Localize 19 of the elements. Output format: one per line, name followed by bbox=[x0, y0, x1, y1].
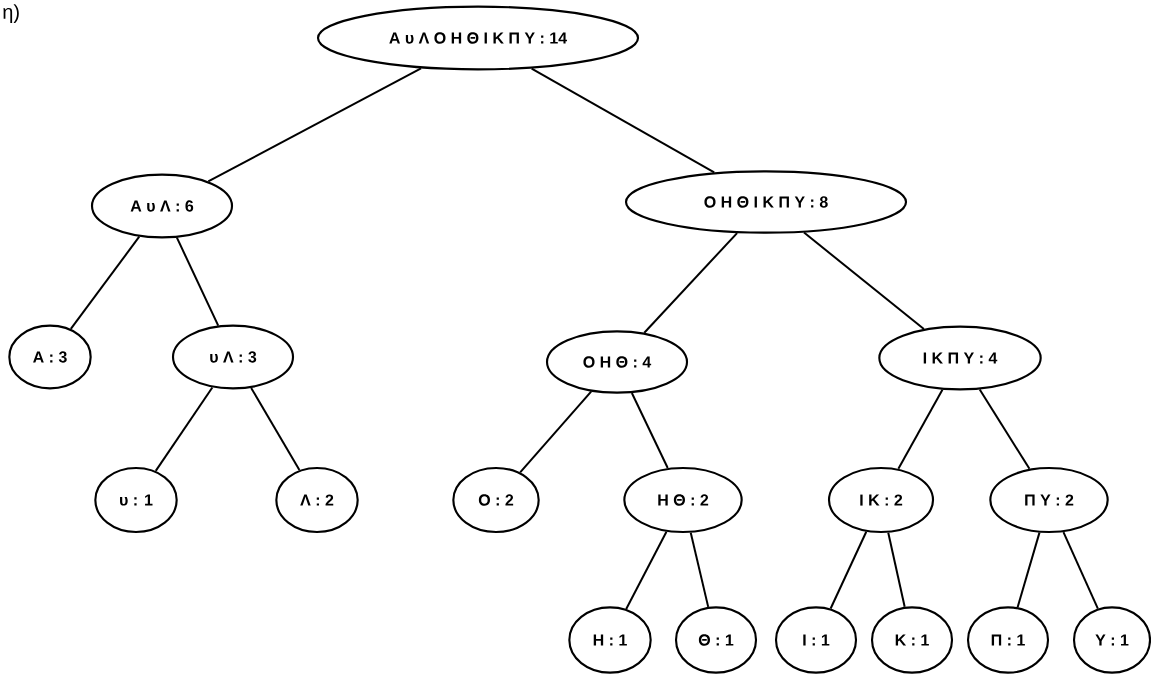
item-marker: η) bbox=[3, 4, 19, 23]
tree-edge bbox=[519, 390, 593, 474]
tree-edge bbox=[1016, 531, 1041, 609]
tree-edge bbox=[207, 67, 422, 183]
tree-edge bbox=[630, 392, 669, 470]
tree-edge bbox=[829, 530, 868, 610]
tree-edge bbox=[154, 386, 214, 472]
tree-edge bbox=[689, 531, 710, 608]
tree-edge bbox=[897, 388, 944, 470]
tree-edge bbox=[625, 530, 668, 610]
tree-edge bbox=[250, 386, 301, 472]
tree-edge bbox=[887, 531, 906, 608]
tree-edge bbox=[175, 236, 220, 327]
tree-edge bbox=[803, 231, 925, 330]
tree-edge bbox=[1062, 531, 1099, 610]
tree-edge bbox=[643, 232, 739, 334]
tree-edge bbox=[69, 235, 141, 330]
tree-edge bbox=[978, 388, 1031, 470]
tree-edge bbox=[530, 67, 716, 174]
